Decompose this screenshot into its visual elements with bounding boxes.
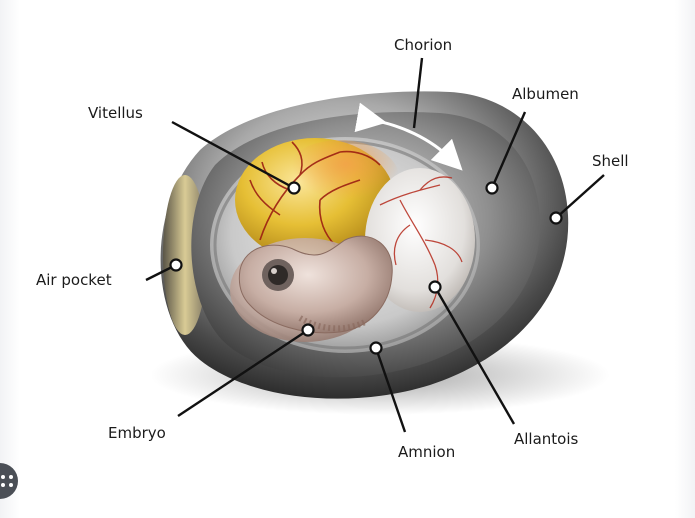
leader-lines xyxy=(145,57,605,433)
embryo-spine xyxy=(298,315,367,332)
label-embryo: Embryo xyxy=(108,424,166,442)
label-amnion: Amnion xyxy=(398,443,456,461)
dot-allantois xyxy=(428,280,442,294)
label-air-pocket: Air pocket xyxy=(36,271,112,289)
marker-dots xyxy=(169,181,563,355)
dot-embryo xyxy=(301,323,315,337)
label-albumen: Albumen xyxy=(512,85,579,103)
dot-air xyxy=(169,258,183,272)
left-edge-shade xyxy=(0,0,20,518)
dot-shell xyxy=(549,211,563,225)
dot-albumen xyxy=(485,181,499,195)
dot-amnion xyxy=(369,341,383,355)
allantois-vessels xyxy=(379,176,463,309)
label-allantois: Allantois xyxy=(514,430,579,448)
lens-button[interactable] xyxy=(0,463,18,499)
label-vitellus: Vitellus xyxy=(88,104,143,122)
label-shell: Shell xyxy=(592,152,629,170)
allantois xyxy=(365,168,475,312)
dot-vitellus xyxy=(287,181,301,195)
right-edge-shade xyxy=(675,0,695,518)
label-chorion: Chorion xyxy=(394,36,453,54)
chorion-arrow xyxy=(354,102,463,171)
lens-icon xyxy=(1,475,13,487)
